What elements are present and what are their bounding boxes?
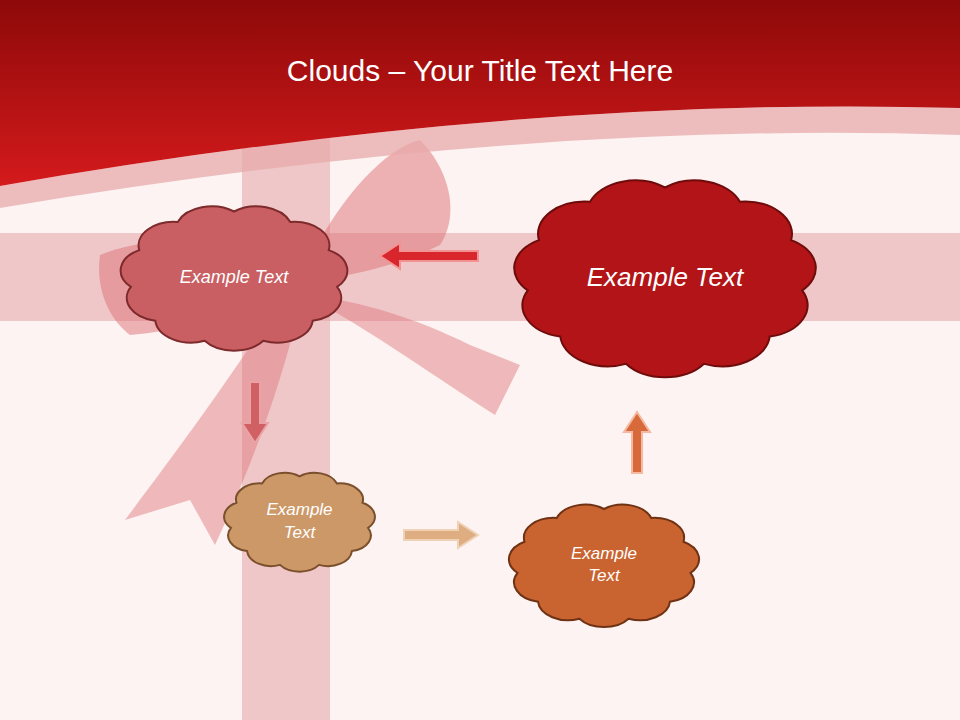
block-arrow (380, 243, 478, 269)
header-band (0, 0, 960, 186)
block-arrow (404, 522, 478, 548)
cloud-text: Example Text (258, 499, 342, 543)
block-arrow (624, 412, 650, 473)
cloud-node: Example Text (110, 195, 358, 360)
cloud-shape (500, 495, 708, 635)
cloud-text: Example Text (159, 266, 309, 289)
slide-title: Clouds – Your Title Text Here (0, 54, 960, 88)
cloud-node: Example Text (217, 465, 382, 578)
ribbon-vertical (242, 100, 330, 720)
cloud-node: Example Text (500, 495, 708, 635)
cloud-outline (121, 206, 348, 350)
block-arrow (242, 382, 268, 443)
cloud-text: Example Text (560, 261, 770, 295)
cloud-node: Example Text (500, 165, 830, 390)
cloud-outline (514, 180, 816, 377)
cloud-outline (224, 473, 375, 572)
cloud-outline (509, 505, 699, 627)
cloud-text: Example Text (559, 543, 649, 587)
cloud-shape (217, 465, 382, 578)
bow-tail (305, 295, 520, 415)
